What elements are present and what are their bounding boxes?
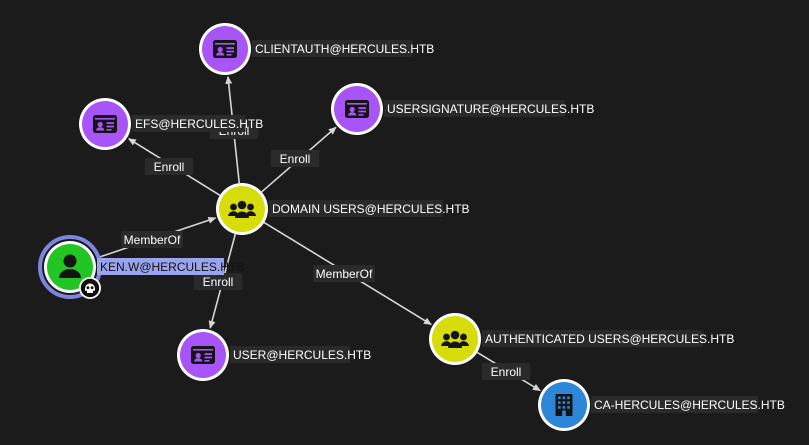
edge-label-text: MemberOf [124,233,181,247]
node-label: CLIENTAUTH@HERCULES.HTB [255,42,434,56]
id-card-icon [191,346,215,364]
edge-label: Enroll [193,273,243,290]
edge-label-bg [144,158,194,175]
node-label-bg [269,200,443,217]
edge-label-bg [121,231,183,248]
node-domainusers[interactable]: DOMAIN USERS@HERCULES.HTB [216,183,470,235]
users-icon [228,200,256,218]
node-label-bg [230,346,351,363]
node-label-bg [97,258,224,275]
node-label: KEN.W@HERCULES.HTB [100,260,244,274]
node-clientauth[interactable]: CLIENTAUTH@HERCULES.HTB [199,23,434,75]
node-kenw[interactable]: KEN.W@HERCULES.HTB [38,235,244,299]
edge-label: MemberOf [121,231,183,248]
node-ca[interactable]: CA-HERCULES@HERCULES.HTB [538,379,785,431]
user-icon [59,254,81,278]
edge-label-text: Enroll [154,160,185,174]
node-label: CA-HERCULES@HERCULES.HTB [594,398,785,412]
id-card-icon [93,115,117,133]
edge-label-text: MemberOf [316,267,373,281]
edge-label-bg [270,150,320,167]
node-user[interactable]: USER@HERCULES.HTB [177,329,371,381]
node-label: DOMAIN USERS@HERCULES.HTB [272,202,470,216]
id-card-icon [345,100,369,118]
node-label-bg [482,330,704,347]
edge-labels-layer: EnrollEnrollEnrollMemberOfEnrollMemberOf… [121,122,531,380]
edge-label: MemberOf [313,265,375,282]
edge-label-text: Enroll [203,275,234,289]
edge-label-bg [481,363,531,380]
edge-label-bg [313,265,375,282]
node-label: USERSIGNATURE@HERCULES.HTB [387,102,594,116]
id-card-icon [213,40,237,58]
node-label: AUTHENTICATED USERS@HERCULES.HTB [485,332,734,346]
edge-label: Enroll [481,363,531,380]
edge-label-bg [193,273,243,290]
node-label-bg [384,100,565,117]
node-authusers[interactable]: AUTHENTICATED USERS@HERCULES.HTB [429,313,734,365]
node-label: USER@HERCULES.HTB [233,348,371,362]
users-icon [441,330,469,348]
node-label-bg [132,115,246,132]
nodes-layer: CLIENTAUTH@HERCULES.HTB EFS@HERCULES.HTB U… [38,23,785,431]
node-usersignature[interactable]: USERSIGNATURE@HERCULES.HTB [331,83,594,135]
node-label: EFS@HERCULES.HTB [135,117,263,131]
edge-label-text: Enroll [280,152,311,166]
edge-label: Enroll [270,150,320,167]
edge-label-text: Enroll [491,365,522,379]
node-label-bg [252,40,413,57]
node-label-bg [591,396,759,413]
edge-label: Enroll [144,158,194,175]
skull-icon [79,277,101,299]
node-efs[interactable]: EFS@HERCULES.HTB [79,98,263,150]
building-icon [555,394,573,416]
